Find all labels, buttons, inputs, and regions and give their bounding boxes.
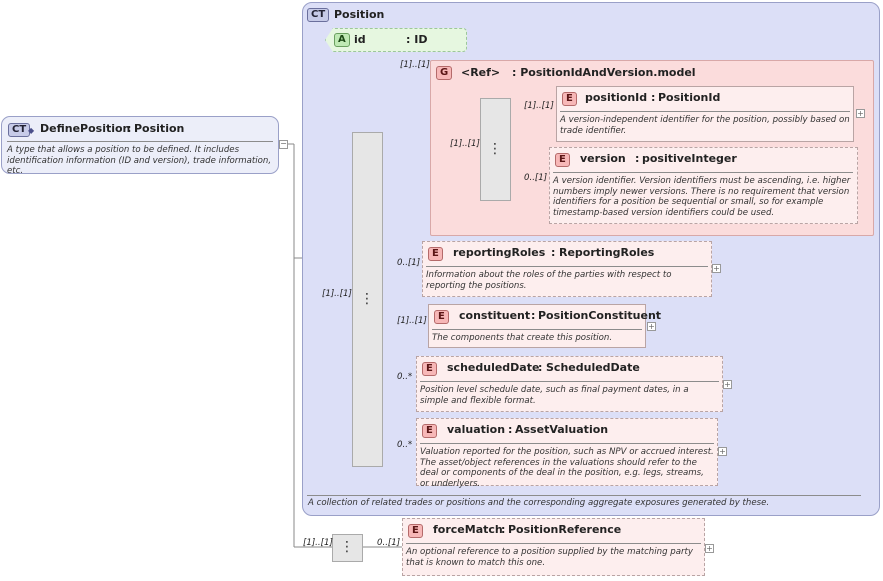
element-sep: : xyxy=(551,246,556,259)
element-name: constituent xyxy=(459,309,531,322)
sequence-compositor-icon: ⋮ xyxy=(340,539,354,555)
define-position-box[interactable]: CT ◆ DefinePosition : Position A type th… xyxy=(1,116,279,176)
expand-plus-icon[interactable]: + xyxy=(856,109,865,118)
element-sep: : xyxy=(635,152,640,165)
element-description: Information about the roles of the parti… xyxy=(426,270,672,291)
expand-plus-icon[interactable]: + xyxy=(718,447,727,456)
element-name: scheduledDate xyxy=(447,361,540,374)
complex-type-badge: CT xyxy=(8,123,31,137)
element-badge: E xyxy=(422,362,437,376)
element-name: valuation xyxy=(447,423,506,436)
element-sep: : xyxy=(651,91,656,104)
element-cardinality: 0..[1] xyxy=(524,173,548,183)
divider xyxy=(307,495,861,496)
element-description: Valuation reported for the position, suc… xyxy=(420,447,714,489)
divider xyxy=(420,443,714,444)
expand-plus-icon[interactable]: + xyxy=(712,264,721,273)
element-badge: E xyxy=(422,424,437,438)
divider xyxy=(432,329,642,330)
element-force-match[interactable]: E forceMatch : PositionReference An opti… xyxy=(402,518,705,576)
group-sequence-cardinality: [1]..[1] xyxy=(450,139,480,149)
element-type: positiveInteger xyxy=(642,152,737,165)
outer-sequence-cardinality: [1]..[1] xyxy=(322,289,352,299)
define-position-description: A type that allows a position to be defi… xyxy=(7,145,272,176)
divider xyxy=(426,266,708,267)
element-valuation[interactable]: E valuation : AssetValuation Valuation r… xyxy=(416,418,718,489)
define-position-type: Position xyxy=(134,122,185,135)
element-sep: : xyxy=(531,309,536,322)
element-type: PositionConstituent xyxy=(538,309,662,322)
force-sequence-cardinality: [1]..[1] xyxy=(303,538,333,548)
divider xyxy=(406,543,701,544)
element-cardinality: 0..[1] xyxy=(377,538,401,548)
element-position-id[interactable]: E positionId : PositionId A version-inde… xyxy=(556,86,854,142)
element-badge: E xyxy=(428,247,443,261)
element-type: ReportingRoles xyxy=(559,246,655,259)
divider xyxy=(420,381,719,382)
element-cardinality: 0..* xyxy=(397,372,413,382)
group-badge: G xyxy=(436,66,453,80)
element-version[interactable]: E version : positiveInteger A version id… xyxy=(549,147,858,224)
define-position-name: DefinePosition xyxy=(40,122,131,135)
define-position-sep: : xyxy=(127,122,132,135)
ct-anchor-icon: ◆ xyxy=(28,126,35,135)
element-name: reportingRoles xyxy=(453,246,546,259)
element-name: forceMatch xyxy=(433,523,503,536)
position-type-name: Position xyxy=(334,8,385,21)
element-badge: E xyxy=(555,153,570,167)
element-name: positionId xyxy=(585,91,648,104)
element-description: A version identifier. Version identifier… xyxy=(553,176,851,218)
element-constituent[interactable]: E constituent : PositionConstituent The … xyxy=(428,304,661,348)
element-description: A version-independent identifier for the… xyxy=(560,115,850,136)
element-cardinality: [1]..[1] xyxy=(524,101,554,111)
group-sequence[interactable]: ⋮ xyxy=(480,98,511,201)
attribute-name: id xyxy=(354,33,366,46)
element-name: version xyxy=(580,152,626,165)
element-badge: E xyxy=(562,92,577,106)
attribute-id[interactable]: A id : ID xyxy=(325,28,467,52)
group-cardinality: [1]..[1] xyxy=(400,60,430,70)
element-description: Position level schedule date, such as fi… xyxy=(420,385,689,406)
element-badge: E xyxy=(434,310,449,324)
attribute-type: : ID xyxy=(406,33,428,46)
sequence-compositor-icon: ⋮ xyxy=(488,141,502,157)
force-match-sequence[interactable]: ⋮ xyxy=(332,534,363,562)
sequence-compositor-icon: ⋮ xyxy=(360,291,374,307)
collapse-minus-icon[interactable]: − xyxy=(279,139,288,149)
element-type: PositionId xyxy=(658,91,721,104)
element-type: AssetValuation xyxy=(515,423,609,436)
group-ref-name: <Ref> xyxy=(461,66,501,79)
element-sep: : xyxy=(508,423,513,436)
element-cardinality: 0..[1] xyxy=(397,258,421,268)
expand-plus-icon[interactable]: + xyxy=(705,544,714,553)
element-description: An optional reference to a position supp… xyxy=(406,547,693,568)
expand-plus-icon[interactable]: + xyxy=(647,322,656,331)
expand-plus-icon[interactable]: + xyxy=(723,380,732,389)
attribute-badge: A xyxy=(334,33,350,47)
divider xyxy=(553,172,853,173)
divider xyxy=(560,111,850,112)
element-sep: : xyxy=(538,361,543,374)
group-ref-type: : PositionIdAndVersion.model xyxy=(512,66,696,79)
position-type-description: A collection of related trades or positi… xyxy=(308,498,770,508)
element-cardinality: 0..* xyxy=(397,440,413,450)
element-reporting-roles[interactable]: E reportingRoles : ReportingRoles Inform… xyxy=(422,241,712,297)
element-description: The components that create this position… xyxy=(432,333,613,343)
element-type: ScheduledDate xyxy=(546,361,640,374)
element-scheduled-date[interactable]: E scheduledDate : ScheduledDate Position… xyxy=(416,356,723,412)
element-badge: E xyxy=(408,524,423,538)
element-cardinality: [1]..[1] xyxy=(397,316,427,326)
complex-type-badge: CT xyxy=(307,8,330,22)
element-sep: : xyxy=(501,523,506,536)
element-type: PositionReference xyxy=(508,523,622,536)
divider xyxy=(7,141,273,142)
outer-sequence[interactable]: ⋮ xyxy=(352,132,383,467)
